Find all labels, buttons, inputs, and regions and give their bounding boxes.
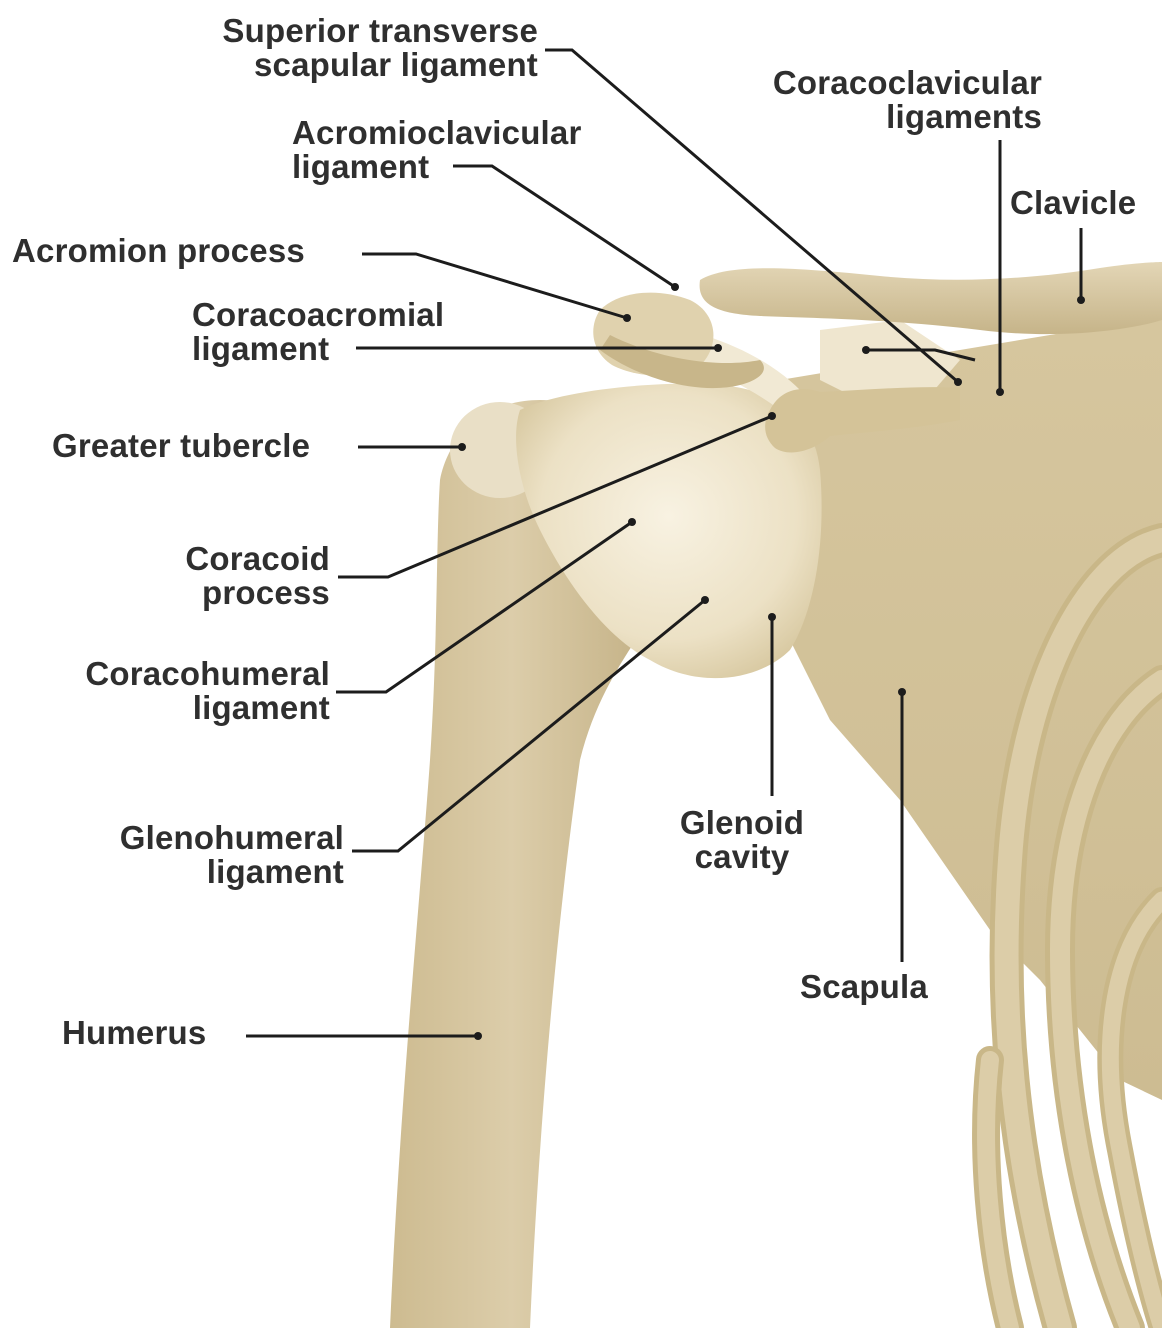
label-line: Superior transverse bbox=[222, 14, 538, 48]
label-glenoid: Glenoid cavity bbox=[662, 806, 822, 874]
label-line: Coracoid bbox=[185, 542, 330, 576]
label-line: Coracoclavicular bbox=[773, 66, 1042, 100]
dot-glenoid bbox=[768, 613, 776, 621]
dot-coracoid bbox=[768, 412, 776, 420]
label-coracoid: Coracoid process bbox=[185, 542, 330, 610]
leader-glenohumeral bbox=[352, 600, 705, 851]
label-line: Glenohumeral bbox=[120, 821, 344, 855]
label-clavicle: Clavicle bbox=[1010, 186, 1136, 220]
dot-acromion bbox=[623, 314, 631, 322]
label-line: scapular ligament bbox=[222, 48, 538, 82]
dot-acromioclavicular bbox=[671, 283, 679, 291]
label-acromioclavicular: Acromioclavicular ligament bbox=[292, 116, 582, 184]
dot-coracohumeral bbox=[628, 518, 636, 526]
label-humerus: Humerus bbox=[62, 1016, 206, 1050]
label-coracoacromial: Coracoacromial ligament bbox=[192, 298, 444, 366]
label-scapula: Scapula bbox=[800, 970, 928, 1004]
leader-acromioclavicular bbox=[453, 166, 675, 287]
label-line: Glenoid bbox=[662, 806, 822, 840]
dot-scapula bbox=[898, 688, 906, 696]
dot-glenohumeral bbox=[701, 596, 709, 604]
label-line: ligaments bbox=[773, 100, 1042, 134]
label-coracohumeral: Coracohumeral ligament bbox=[85, 657, 330, 725]
label-line: cavity bbox=[662, 840, 822, 874]
label-line: ligament bbox=[192, 332, 444, 366]
label-line: Humerus bbox=[62, 1016, 206, 1050]
leader-coracoid bbox=[338, 416, 772, 577]
label-line: ligament bbox=[292, 150, 582, 184]
label-line: ligament bbox=[85, 691, 330, 725]
leader-coracoclavicular-2 bbox=[866, 350, 975, 360]
label-line: Acromioclavicular bbox=[292, 116, 582, 150]
label-line: Scapula bbox=[800, 970, 928, 1004]
label-line: process bbox=[185, 576, 330, 610]
dot-greater-tubercle bbox=[458, 443, 466, 451]
dot-coracoclavicular bbox=[996, 388, 1004, 396]
label-line: ligament bbox=[120, 855, 344, 889]
dot-humerus bbox=[474, 1032, 482, 1040]
dot-superior-transverse bbox=[954, 378, 962, 386]
label-line: Acromion process bbox=[12, 234, 305, 268]
label-line: Greater tubercle bbox=[52, 429, 310, 463]
label-acromion: Acromion process bbox=[12, 234, 305, 268]
dot-coracoacromial bbox=[714, 344, 722, 352]
label-glenohumeral: Glenohumeral ligament bbox=[120, 821, 344, 889]
label-superior-transverse: Superior transverse scapular ligament bbox=[222, 14, 538, 82]
label-coracoclavicular: Coracoclavicular ligaments bbox=[773, 66, 1042, 134]
dot-coracoclavicular-2 bbox=[862, 346, 870, 354]
label-greater-tubercle: Greater tubercle bbox=[52, 429, 310, 463]
dot-clavicle bbox=[1077, 296, 1085, 304]
label-line: Coracoacromial bbox=[192, 298, 444, 332]
label-line: Clavicle bbox=[1010, 186, 1136, 220]
leader-coracohumeral bbox=[336, 522, 632, 692]
label-line: Coracohumeral bbox=[85, 657, 330, 691]
